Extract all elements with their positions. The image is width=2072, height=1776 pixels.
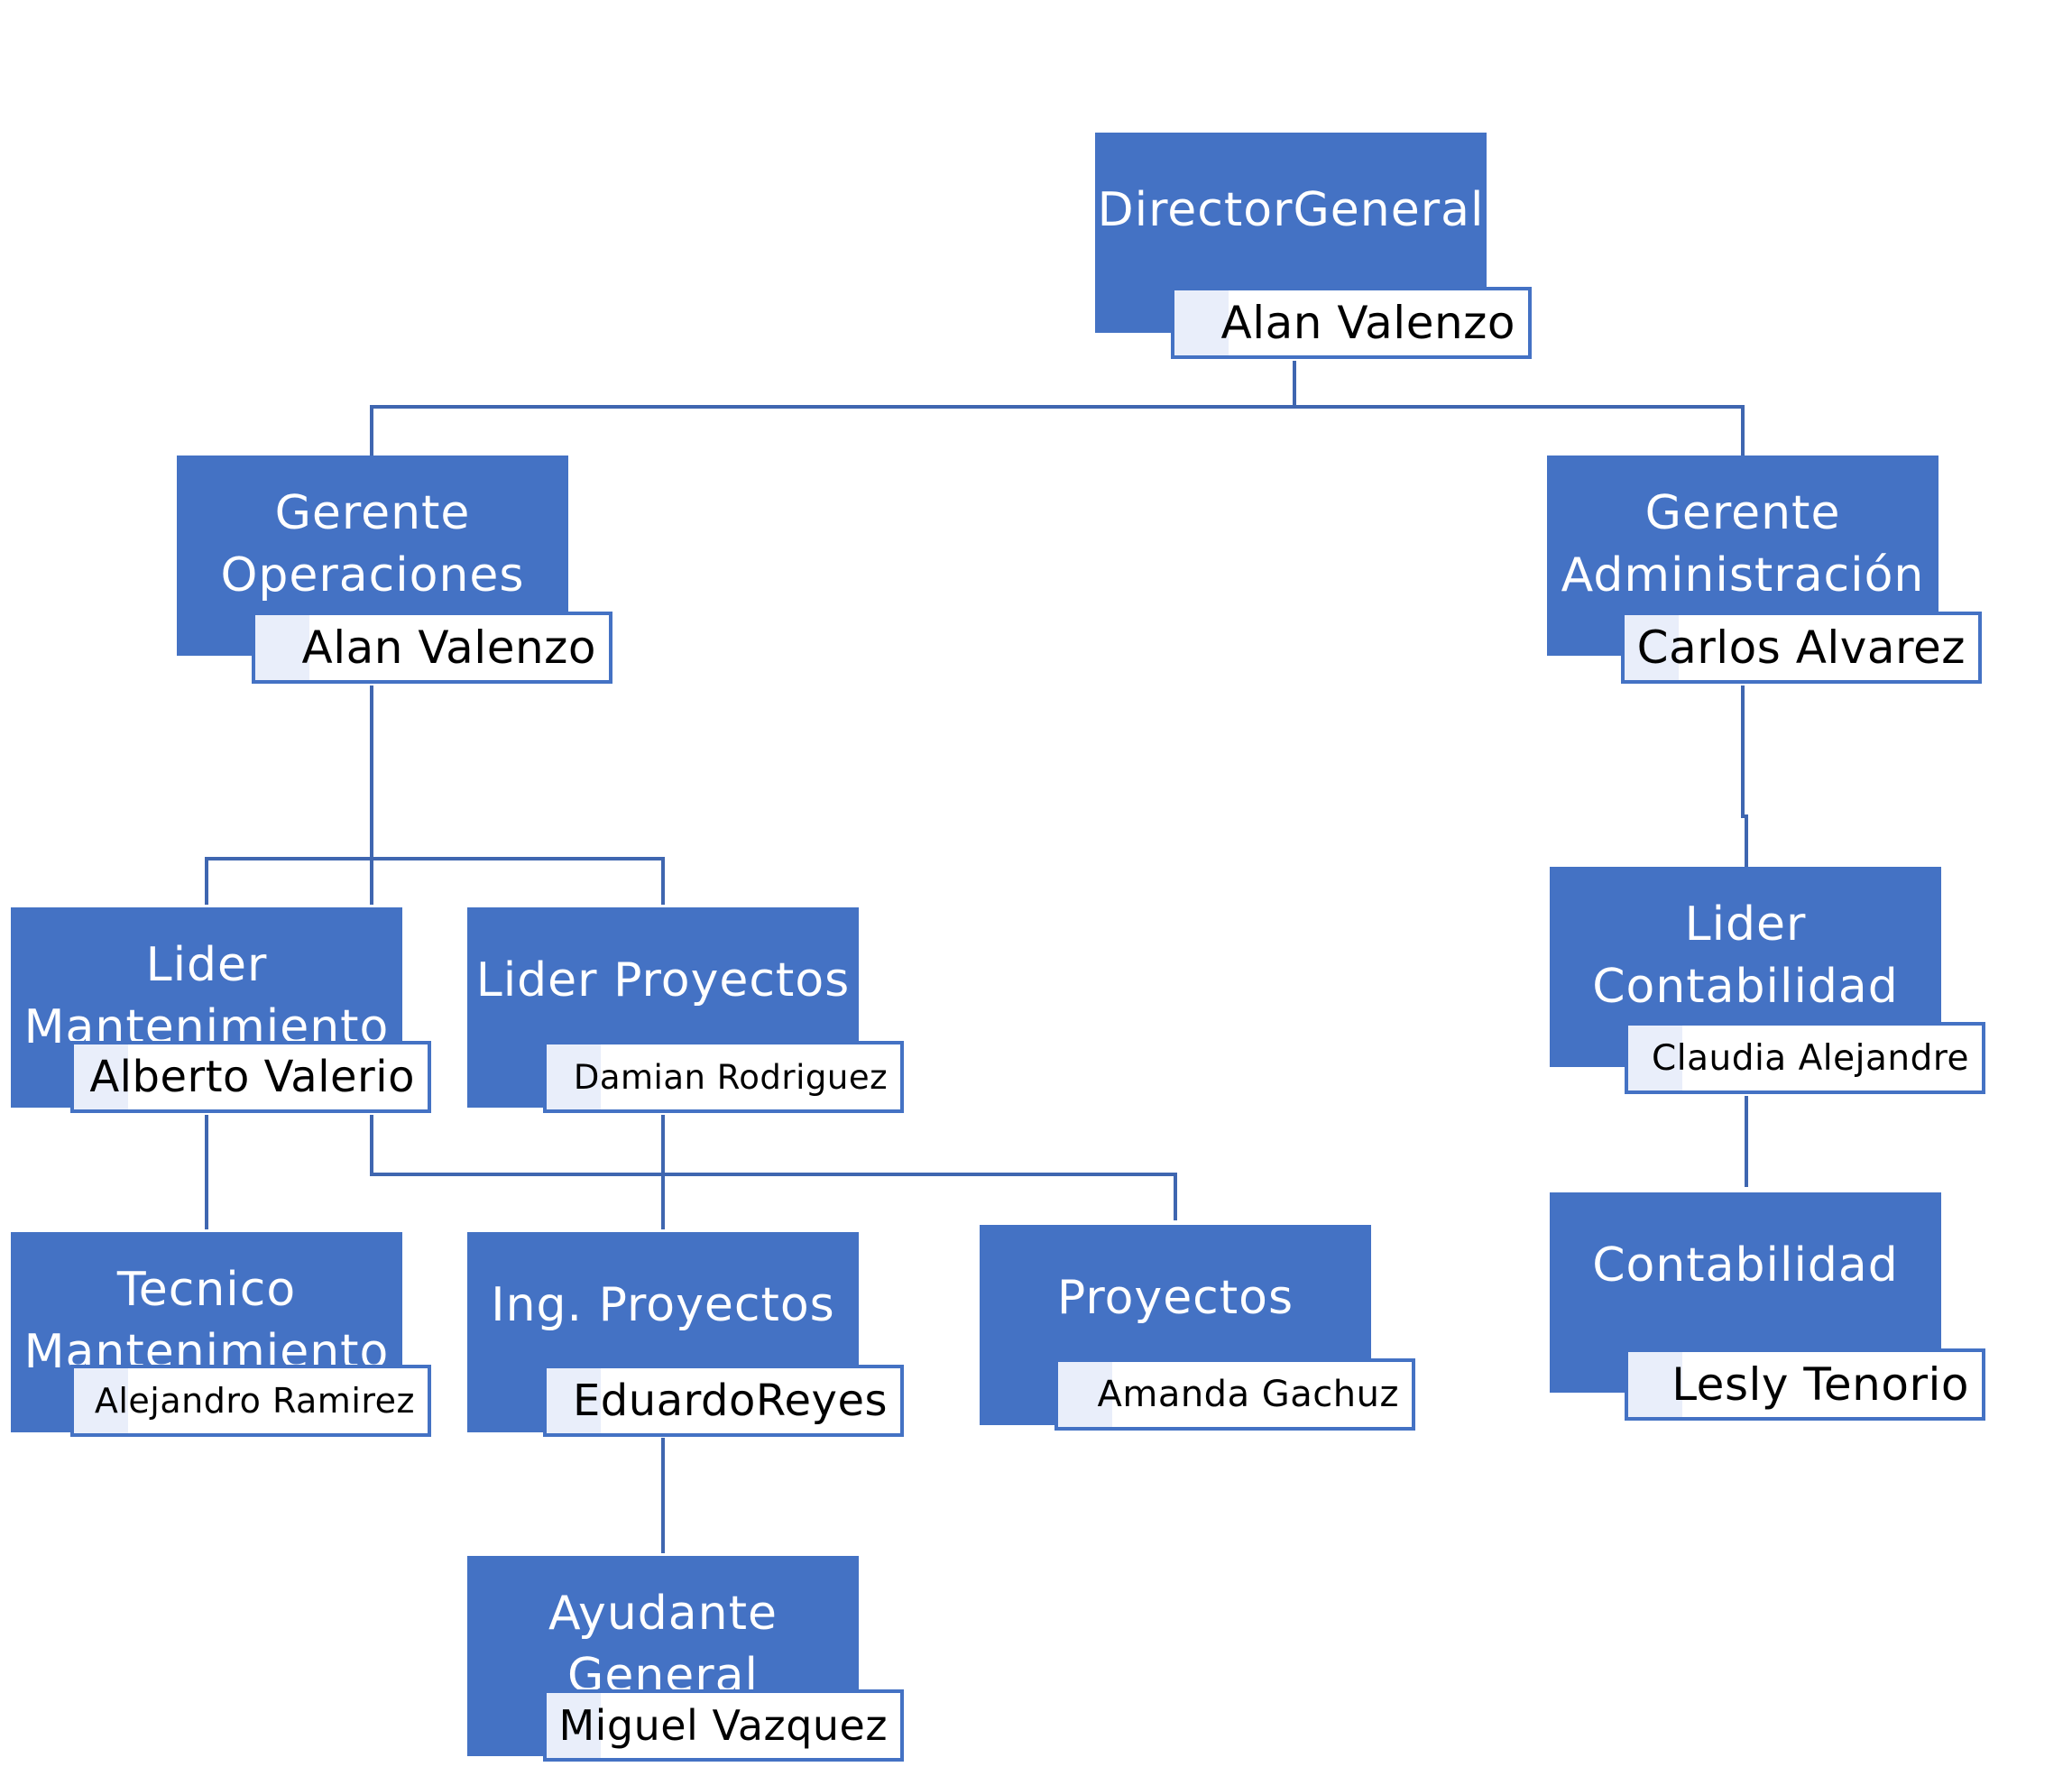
node-mantenimiento-name: Alberto Valerio — [70, 1041, 431, 1113]
ing-proyectos-role-label: Ing. Proyectos — [491, 1277, 835, 1332]
proyectos-name-label: Amanda Gachuz — [1097, 1374, 1399, 1415]
node-ing-proyectos-name: EduardoReyes — [543, 1365, 904, 1437]
connector-administracion-contabilidad — [1741, 686, 1748, 868]
node-tecnico-name: Alejandro Ramirez — [70, 1365, 431, 1437]
node-proyectos-lead-name: Damian Rodriguez — [543, 1041, 904, 1113]
proyectos-lead-name-label: Damian Rodriguez — [573, 1057, 888, 1097]
director-name-label: Alan Valenzo — [1220, 297, 1515, 349]
ing-proyectos-name-label: EduardoReyes — [572, 1376, 888, 1426]
operaciones-name-label: Alan Valenzo — [301, 621, 596, 674]
proyectos-role-label: Proyectos — [1056, 1270, 1294, 1325]
node-contabilidad-name: Lesly Tenorio — [1625, 1348, 1985, 1421]
contabilidad-lead-name-label: Claudia Alejandre — [1652, 1037, 1969, 1079]
administracion-role-label: Gerente Administración — [1561, 486, 1925, 603]
node-administracion-name: Carlos Alvarez — [1621, 612, 1982, 684]
contabilidad-name-label: Lesly Tenorio — [1671, 1358, 1969, 1411]
node-ayudante-name: Miguel Vazquez — [543, 1689, 904, 1762]
mantenimiento-name-label: Alberto Valerio — [89, 1052, 415, 1102]
ayudante-role-label: Ayudante General — [548, 1587, 778, 1703]
node-operaciones-name: Alan Valenzo — [252, 612, 612, 684]
connector-director-gerentes — [370, 361, 1296, 456]
administracion-name-label: Carlos Alvarez — [1636, 621, 1966, 674]
contabilidad-role-label: Contabilidad — [1592, 1238, 1899, 1293]
node-proyectos-name: Amanda Gachuz — [1054, 1358, 1415, 1431]
connector-proyectos — [370, 1115, 1177, 1220]
operaciones-role-label: Gerente Operaciones — [220, 486, 525, 603]
connector-director-administracion — [1294, 405, 1745, 456]
node-director-name: Alan Valenzo — [1171, 287, 1532, 359]
node-contabilidad-lead-name: Claudia Alejandre — [1625, 1022, 1985, 1094]
director-role-label: DirectorGeneral — [1097, 182, 1485, 237]
connector-operaciones-mantenimiento — [205, 857, 665, 905]
proyectos-lead-role-label: Lider Proyectos — [475, 952, 851, 1008]
ayudante-name-label: Miguel Vazquez — [558, 1701, 888, 1750]
contabilidad-lead-role-label: Lider Contabilidad — [1592, 897, 1899, 1014]
mantenimiento-role-label: Lider Mantenimiento — [23, 938, 390, 1054]
tecnico-name-label: Alejandro Ramirez — [94, 1381, 415, 1421]
